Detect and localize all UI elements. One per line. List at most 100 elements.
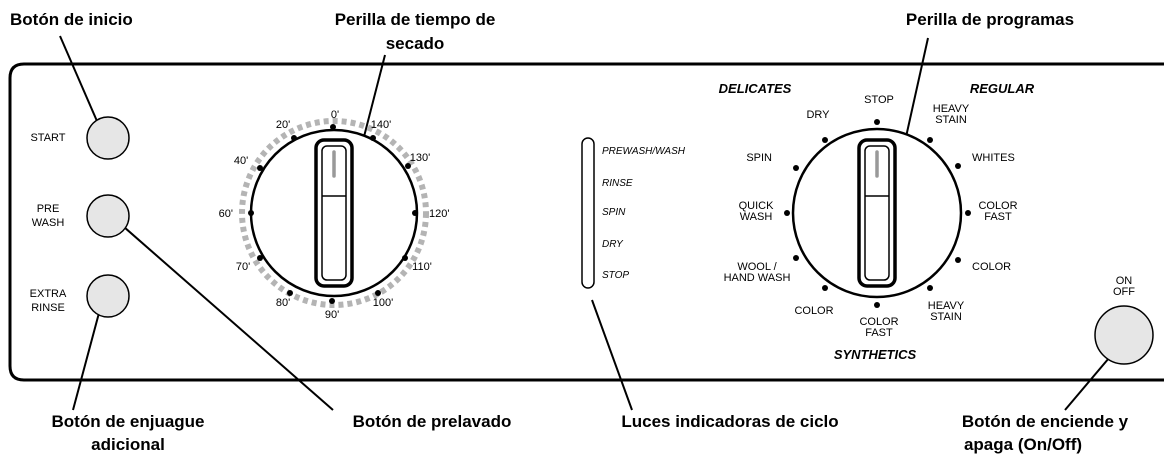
control-panel-outline: [8, 62, 1164, 382]
program-mark-dot: [927, 285, 933, 291]
prewash-label-2: WASH: [32, 217, 65, 229]
callout-program-knob: Perilla de programas: [906, 10, 1074, 29]
program-mark-dot: [874, 302, 880, 308]
leader-prewash: [123, 226, 334, 411]
program-knob-handle-outer: [857, 138, 897, 288]
dry-time-tick-dot: [329, 298, 335, 304]
program-label: WHITES: [972, 152, 1015, 164]
program-label: COLOR: [978, 200, 1017, 212]
leader-cycle-lights: [591, 299, 633, 411]
leader-extra-rinse: [72, 297, 104, 411]
callout-prewash-button: Botón de prelavado: [353, 412, 512, 431]
program-mark-dot: [793, 165, 799, 171]
extra-rinse-label-1: EXTRA: [30, 288, 67, 300]
program-knob-handle-inner: [864, 145, 890, 281]
callout-onoff-2: apaga (On/Off): [964, 435, 1082, 454]
cycle-light-label: SPIN: [602, 207, 626, 218]
dry-time-tick-label: 80': [276, 297, 290, 309]
program-mark-dot: [955, 257, 961, 263]
program-group-delicates: DELICATES: [719, 81, 792, 96]
leader-lines: [59, 35, 1121, 411]
cycle-light-label: DRY: [602, 239, 624, 250]
program-mark-dot: [793, 255, 799, 261]
onoff-label-1: ON: [1116, 275, 1133, 287]
dry-time-tick-dot: [248, 210, 254, 216]
cycle-lights-strip: [581, 137, 595, 289]
start-label: START: [30, 132, 65, 144]
prewash-label-1: PRE: [37, 203, 60, 215]
leader-start: [59, 35, 101, 129]
program-label: DRY: [806, 109, 830, 121]
cycle-light-label: PREWASH/WASH: [602, 146, 686, 157]
program-label: COLOR: [972, 261, 1011, 273]
prewash-button[interactable]: [86, 194, 130, 238]
dry-time-tick-dot: [330, 124, 336, 130]
program-marks: STOPHEAVYSTAINWHITESCOLORFASTCOLORHEAVYS…: [724, 94, 1018, 339]
dry-time-knob-handle-outer: [314, 138, 354, 288]
program-label: FAST: [865, 327, 893, 339]
dry-time-knob-handle-inner: [321, 145, 347, 281]
start-button[interactable]: [86, 116, 130, 160]
dry-time-tick-label: 70': [236, 261, 250, 273]
callout-onoff-1: Botón de enciende y: [962, 412, 1129, 431]
program-knob[interactable]: [791, 127, 963, 299]
dry-time-tick-label: 130': [410, 152, 430, 164]
dry-time-tick-label: 90': [325, 309, 339, 321]
program-label: QUICK: [739, 200, 775, 212]
dry-time-tick-dot: [375, 290, 381, 296]
extra-rinse-button[interactable]: [86, 274, 130, 318]
program-group-synthetics: SYNTHETICS: [834, 347, 917, 362]
onoff-button[interactable]: [1094, 305, 1154, 365]
dry-time-tick-label: 120': [429, 208, 449, 220]
dry-time-tick-dot: [402, 255, 408, 261]
callout-dry-time-knob-2: secado: [386, 34, 445, 53]
program-mark-dot: [822, 285, 828, 291]
cycle-light-label: RINSE: [602, 178, 633, 189]
dry-time-tick-dot: [287, 290, 293, 296]
dry-time-tick-label: 20': [276, 119, 290, 131]
dry-time-tick-label: 0': [331, 109, 339, 121]
dry-time-tick-dot: [405, 163, 411, 169]
program-mark-dot: [927, 137, 933, 143]
program-label: COLOR: [794, 305, 833, 317]
program-label: HAND WASH: [724, 272, 791, 284]
onoff-label-2: OFF: [1113, 286, 1135, 298]
dry-time-tick-dot: [291, 135, 297, 141]
dry-time-knob[interactable]: [239, 118, 429, 308]
dry-time-tick-label: 110': [412, 261, 432, 273]
dry-time-tick-label: 60': [219, 208, 233, 220]
dry-time-tick-dot: [370, 135, 376, 141]
program-label: STAIN: [930, 311, 962, 323]
program-mark-dot: [822, 137, 828, 143]
callout-cycle-lights: Luces indicadoras de ciclo: [621, 412, 838, 431]
program-label: SPIN: [746, 152, 772, 164]
program-label: STAIN: [935, 114, 967, 126]
program-mark-dot: [955, 163, 961, 169]
extra-rinse-label-2: RINSE: [31, 302, 65, 314]
program-knob-face: [791, 127, 963, 299]
dry-time-dashed-ring: [239, 118, 429, 308]
program-label: FAST: [984, 211, 1012, 223]
program-label: STOP: [864, 94, 894, 106]
callout-dry-time-knob-1: Perilla de tiempo de: [335, 10, 496, 29]
cycle-light-label: STOP: [602, 270, 629, 281]
program-label: WASH: [740, 211, 773, 223]
dry-time-tick-dot: [257, 165, 263, 171]
callout-extra-rinse-2: adicional: [91, 435, 165, 454]
program-label: WOOL /: [737, 261, 777, 273]
dry-time-tick-label: 140': [371, 119, 391, 131]
dry-time-tick-dot: [257, 255, 263, 261]
program-mark-dot: [784, 210, 790, 216]
dry-time-tick-label: 40': [234, 155, 248, 167]
program-label: HEAVY: [928, 300, 965, 312]
program-mark-dot: [874, 119, 880, 125]
callout-start-button: Botón de inicio: [10, 10, 133, 29]
dry-time-ticks: 0' 140' 130' 120' 110' 100' 90' 80' 70' 60' 40' 20': [219, 109, 450, 321]
dry-time-tick-dot: [412, 210, 418, 216]
program-mark-dot: [965, 210, 971, 216]
callout-extra-rinse-1: Botón de enjuague: [52, 412, 205, 431]
program-label: HEAVY: [933, 103, 970, 115]
program-group-regular: REGULAR: [970, 81, 1035, 96]
dry-time-tick-label: 100': [373, 297, 393, 309]
